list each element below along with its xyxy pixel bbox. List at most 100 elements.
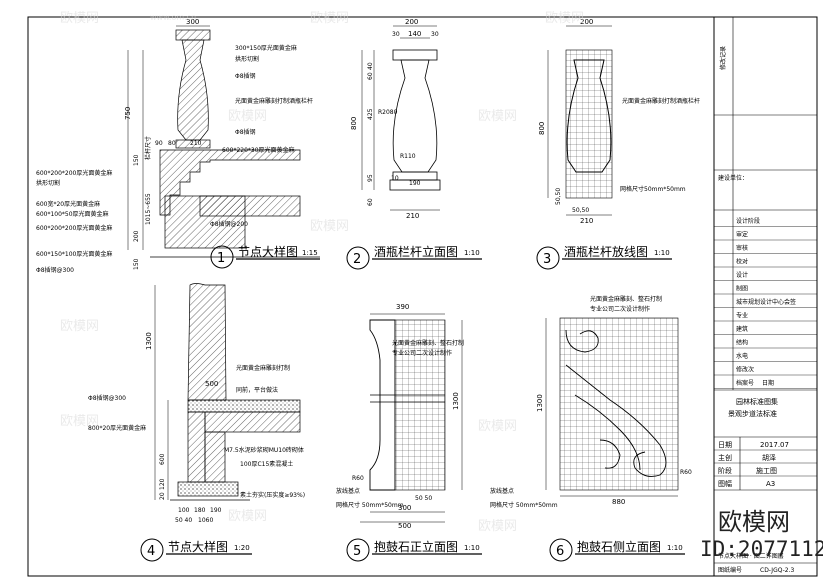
dim-text: 500 [398,522,411,530]
watermark-brand: 欧模网 [478,519,517,534]
dim-text: 190 [409,180,421,187]
drawing-number-circle [346,538,370,562]
dim-text: 50,50 [555,188,562,205]
drawing-3-baluster-setout: 200 800 50,50 50,50 210 光面黄金麻雕刻打制酒瓶栏杆 网格… [536,18,700,270]
dim-text: 1300 [452,392,460,410]
dim-text: 500 [205,380,218,388]
dim-text: 390 [396,303,409,311]
note: 素土夯实(压实度≥93%) [240,491,305,499]
major-value: 胡泽 [762,453,776,462]
dim-text: 1300 [536,394,544,412]
dim-text: 100 [178,507,190,514]
dim-text: 190 [210,507,222,514]
note: 拱形切割 [36,179,60,187]
note: Φ8插钢@300 [36,266,74,274]
title-block-row-label: 建筑 [736,325,748,333]
major-label: 主创 [718,453,732,462]
watermark-brand: 欧模网 [310,11,349,26]
dim-text: R60 [680,469,692,476]
note: 光面黄金麻雕刻、整石打制 [392,339,464,347]
dim-text: 120 [159,478,166,490]
stage-label: 阶段 [718,466,732,475]
dim-text: 20 [159,492,166,500]
watermark-brand: 欧模网 [60,319,99,334]
project-name: 园林标准图集 [736,397,778,406]
sheet-border [27,16,818,577]
title-block-row-label: 设计阶段 [736,217,760,225]
drawing-title: 酒瓶栏杆立面图 [374,244,458,259]
note: 600*200*200厚光面黄金麻 [36,169,112,177]
title-block-row-label: 修改次 [736,366,754,374]
dim-text: 880 [612,498,625,506]
dim-text: 300 [398,504,411,512]
watermark-brand: 欧模网 [60,414,99,429]
dim-text: 800 [350,117,358,130]
note: Φ8插钢@300 [88,394,126,402]
date-value: 2017.07 [760,441,789,449]
drawing-scale: 1:10 [464,249,480,257]
note: 光面黄金麻雕刻打制 [236,364,290,372]
revision-header: 修改记录 [719,46,727,70]
watermark-brand: 欧模网 [478,419,517,434]
dim-text: 200 [133,230,140,242]
dim-text: 210 [190,140,202,147]
note: 专业公司二次设计制作 [392,349,452,357]
drawing-title: 抱鼓石正立面图 [374,539,458,554]
note: 网格尺寸 50mm*50mm [336,501,404,509]
title-block-rows: 设计阶段审定审核校对设计制图城市规划设计中心会签专业建筑结构水电修改次档案号日期 [714,217,817,389]
note: M7.5水泥砂浆砌MU10砖砌体 [224,446,304,454]
dim-text: 200 [405,18,418,26]
note: 光面黄金麻雕刻打制酒瓶栏杆 [622,97,700,105]
dim-text: R2080 [378,109,398,116]
drawing-number-circle [549,538,573,562]
drawing-scale: 1:10 [464,544,480,552]
watermark-brand: 欧模网 [310,219,349,234]
drawing-title: 酒瓶栏杆放线图 [564,244,648,259]
drawing-1-node-detail: 300 750 150 200 150 1015~655 栏杆尺寸 90 80 … [36,18,320,274]
drawing-5-drum-stone-front: 390 1300 R60 50 50 300 500 光面黄金麻雕刻、整石打制 … [336,303,482,562]
drawing-number: 5 [353,544,361,559]
note: 专业公司二次设计制作 [590,305,650,313]
dim-text: 150 [133,154,140,166]
drawing-4-node-detail: 1300 600 120 20 500 100 180 190 1060 50 … [88,283,305,562]
dim-text: 210 [406,212,419,220]
note: 600*200*200厚光面黄金麻 [36,224,112,232]
note: 网格尺寸 50mm*50mm [490,501,558,509]
drawing-no-label: 图纸编号 [718,566,742,574]
watermark-brand: 欧模网 [545,11,584,26]
drawing-number: 1 [217,251,225,266]
title-block-row-label: 专业 [736,312,748,320]
dim-text: 40 [367,62,374,70]
note: 放线基点 [490,487,514,495]
dim-text: 150 [133,258,140,270]
drawing-scale: 1:10 [667,544,683,552]
dim-text: 180 [194,507,206,514]
dim-text: 210 [580,217,593,225]
dim-text: 60 [367,72,374,80]
dim-text: 90 [155,140,163,147]
title-block-row-label: 结构 [736,339,748,347]
note: 放线基点 [336,487,360,495]
dim-text: 1060 [198,517,213,524]
note: Φ8插钢@200 [210,220,248,228]
drawing-2-baluster-elevation: 200 140 30 30 800 40 60 425 95 60 R2080 … [346,18,482,270]
dim-text: 425 [367,108,374,120]
title-block-row-label: 设计 [736,271,748,279]
dim-text: 30 [431,31,439,38]
title-block-row-label: 制图 [736,285,748,293]
note: 光面黄金麻雕刻打制酒瓶栏杆 [235,97,313,105]
drawing-number-circle [210,245,234,269]
note: 600*100*50厚光面黄金麻 [36,210,109,218]
drawing-scale: 1:10 [654,249,670,257]
watermark-layer: 欧模网 www.om.cn 欧模网 欧模网 欧模网 欧模网 欧模网 欧模网 欧模… [60,11,823,561]
title-block-row-label: 档案号 [736,379,754,387]
dim-text: 60 [367,198,374,206]
dim-text: 30 [392,31,400,38]
note: 同前，平台做法 [236,386,278,394]
note: 600*150*100厚光面黄金麻 [36,250,112,258]
watermark-id: ID:2077112 [700,537,823,561]
note: 600*220*30厚光面黄金麻 [222,146,295,154]
dim-text: 95 [367,174,374,182]
note: 800*20厚光面黄金麻 [88,424,146,432]
